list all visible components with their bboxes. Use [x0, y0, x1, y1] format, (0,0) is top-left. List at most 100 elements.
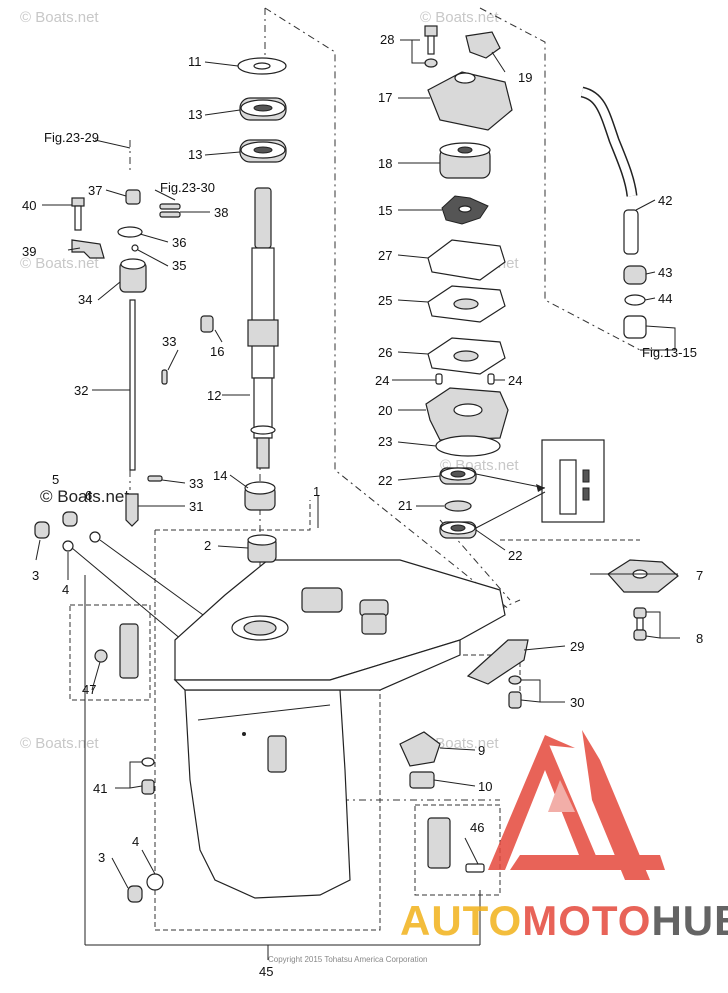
spacer-part-21 [444, 500, 472, 512]
callout-11: 11 [188, 54, 202, 69]
impeller-part-15 [441, 195, 489, 225]
gear-part-9 [399, 731, 441, 767]
callout-28: 28 [380, 32, 394, 47]
pin-part-33-lower [147, 475, 163, 482]
shift-rod-part-32 [129, 299, 136, 471]
liner-part-18 [439, 142, 491, 179]
watermark: © Boats.net [420, 9, 499, 26]
callout-22: 22 [378, 473, 392, 488]
callout-20: 20 [378, 403, 392, 418]
plug-part-3-lower [127, 885, 143, 903]
washer-part-4-upper [62, 540, 74, 552]
callout-5: 5 [52, 472, 59, 487]
pin-part-33-upper [161, 369, 168, 385]
callout-8: 8 [696, 631, 703, 646]
callout-4: 4 [62, 582, 69, 597]
o-ring-part-35 [131, 244, 139, 252]
key-part-16 [200, 315, 214, 333]
callout-37: 37 [88, 183, 102, 198]
automotohub-logo: AUTOMOTOHUB [400, 730, 728, 944]
bearing-part-13-lower [239, 139, 287, 163]
anode-part-47 [94, 623, 139, 679]
callout-6: 6 [85, 488, 92, 503]
reference-fig1315: Fig.13-15 [642, 345, 697, 360]
callout-7: 7 [696, 568, 703, 583]
o-ring-part-23 [435, 435, 501, 457]
water-tube-part-42 [580, 86, 639, 255]
gasket-part-27 [427, 239, 506, 281]
pump-case-part-17 [427, 71, 513, 131]
anode-grille [267, 613, 387, 773]
collar-part-14 [244, 481, 276, 511]
callout-23: 23 [378, 434, 392, 449]
callout-13: 13 [188, 107, 202, 122]
callout-27: 27 [378, 248, 392, 263]
callout-32: 32 [74, 383, 88, 398]
callout-43: 43 [658, 265, 672, 280]
bolt-part-8 [633, 607, 647, 641]
o-ring-part-36 [117, 226, 143, 238]
plate-part-25 [427, 285, 506, 323]
callout-13: 13 [188, 147, 202, 162]
bush-part-34 [119, 258, 147, 293]
callout-39: 39 [22, 244, 36, 259]
callout-3: 3 [32, 568, 39, 583]
callout-38: 38 [214, 205, 228, 220]
pin-part-24-left [435, 373, 443, 385]
anode-part-46 [427, 817, 485, 873]
callout-30: 30 [570, 695, 584, 710]
washer-part-11 [237, 57, 287, 75]
logo-auto: AUTO [400, 897, 522, 944]
callout-15: 15 [378, 203, 392, 218]
logo-wordmark: AUTOMOTOHUB [400, 897, 728, 944]
bushing-part-37 [125, 189, 141, 205]
seal-detail-inset [475, 439, 605, 529]
callout-45: 45 [259, 964, 273, 979]
housing-part-20 [425, 387, 509, 441]
callout-21: 21 [398, 498, 412, 513]
cam-part-31 [125, 493, 139, 527]
washer-part-6 [89, 531, 101, 543]
seal-part-22-lower [439, 521, 477, 539]
callout-47: 47 [82, 682, 96, 697]
callout-41: 41 [93, 781, 107, 796]
leader-lines [35, 39, 680, 889]
drive-shaft-part-12 [247, 187, 279, 469]
watermark: © Boats.net [20, 255, 99, 272]
plug-part-5 [62, 511, 78, 527]
seal-part-22-upper [439, 467, 477, 485]
watermark: © Boats.net [420, 735, 499, 752]
callout-12: 12 [207, 388, 221, 403]
callout-26: 26 [378, 345, 392, 360]
logo-moto: MOTO [522, 897, 651, 944]
ring-part-44 [624, 294, 646, 306]
bushing-part-2 [247, 534, 277, 563]
reference-fig2329: Fig.23-29 [44, 130, 99, 145]
bolt-part-41 [141, 757, 155, 795]
watermark-prominent: © Boats.net [40, 487, 129, 506]
callout-9: 9 [478, 743, 485, 758]
callout-18: 18 [378, 156, 392, 171]
gearcase-part-1 [173, 559, 506, 899]
logo-hub: HUB [651, 897, 728, 944]
watermark: © Boats.net [20, 9, 99, 26]
gasket-part-26 [427, 337, 506, 375]
callout-numbers: 11 13 13 12 16 14 2 1 28 19 17 18 15 27 … [22, 32, 703, 979]
callout-16: 16 [210, 344, 224, 359]
callout-10: 10 [478, 779, 492, 794]
pin-part-38 [159, 203, 181, 218]
callout-3: 3 [98, 850, 105, 865]
callout-24: 24 [375, 373, 389, 388]
grommet-part-19 [465, 31, 501, 59]
callout-33: 33 [162, 334, 176, 349]
plug-part-3-upper [34, 521, 50, 539]
nut-part-10 [409, 771, 435, 789]
copyright-text: Copyright 2015 Tohatsu America Corporati… [268, 955, 428, 964]
callout-34: 34 [78, 292, 92, 307]
bolt-part-30 [508, 675, 522, 709]
callout-35: 35 [172, 258, 186, 273]
callout-19: 19 [518, 70, 532, 85]
callout-46: 46 [470, 820, 484, 835]
bracket-part-39 [71, 239, 105, 259]
callout-31: 31 [189, 499, 203, 514]
